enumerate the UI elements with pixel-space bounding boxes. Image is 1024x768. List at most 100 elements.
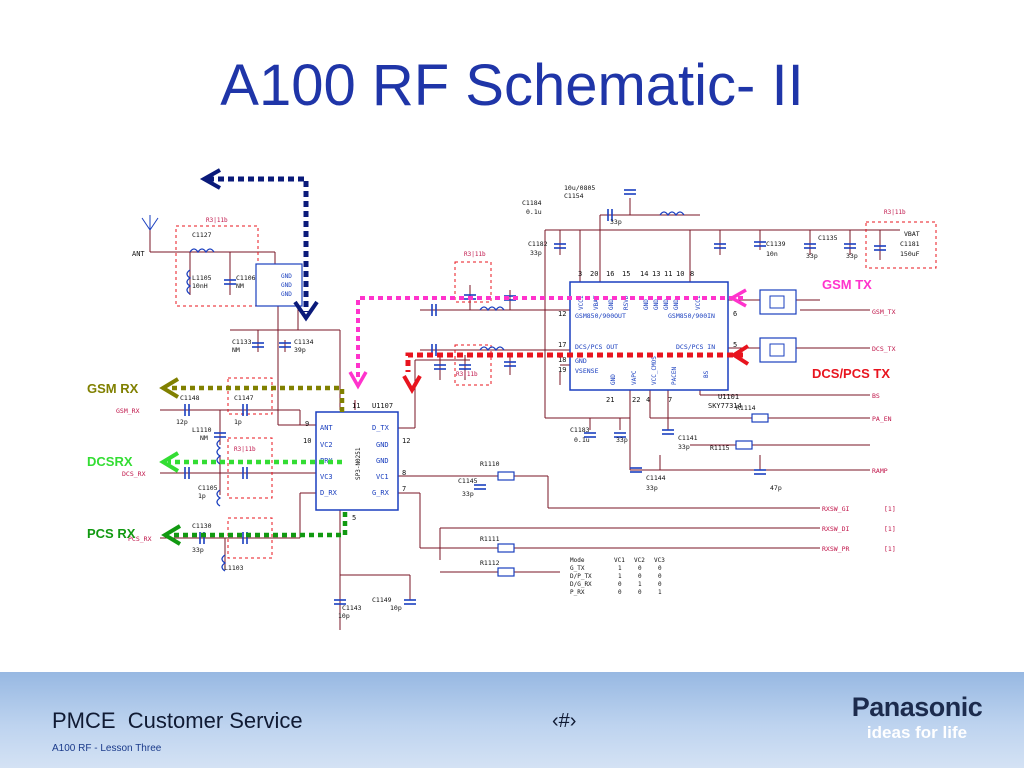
c1181-value: 150uF [900,250,920,258]
coupler-pin: GND [281,291,292,298]
pa-pin-number: 11 [664,270,672,278]
c1141-label: C1141 [678,434,698,442]
coupler-block-inner [769,295,785,357]
c1106-value: NM [236,282,244,290]
u1107-ref: U1107 [372,402,393,410]
c1105-bottom-label: C1105 [198,484,218,492]
arrow-down-icon [402,375,422,395]
c1135-value: 33p [806,252,818,260]
c1130-value: 33p [192,546,204,554]
pa-top-pin: RSVD [623,295,630,310]
sw-right-pin: VC1 [376,473,389,481]
vbat-label: VBAT [904,230,920,238]
tt-cell: D/G_RX [570,581,592,588]
pa-pin-number: 10 [676,270,684,278]
tt-cell: 1 [618,565,622,572]
arrow-left-icon [161,524,182,546]
pa-pin-number: 12 [558,310,566,318]
pa-pin-number: 3 [578,270,582,278]
pa-pin-number: 14 [640,270,648,278]
tt-cell: 0 [618,581,622,588]
tt-cell: G_TX [570,565,585,572]
wire-net [149,198,900,630]
dcs-pcs-tx-path-highlight [402,344,750,395]
pa-top-pin: VCC1 [695,295,702,310]
pa-pin-number: 15 [622,270,630,278]
pa-pin-number: 5 [733,341,737,349]
pcs-rx-path-highlight [161,512,348,546]
c1182-label: C1182 [528,240,548,248]
pa-left-pin: GSM850/900OUT [575,312,626,320]
c1136-value: 33p [846,252,858,260]
power-amplifier-u1101: VCC1 VBAT GND RSVD GND GND GND GND VCC1 … [558,270,742,410]
ref-tag: R3|11b [206,217,228,224]
c1130-label: C1130 [192,522,212,530]
r1110-label: R1110 [480,460,500,468]
pa-right-pin: DCS/PCS IN [676,343,715,351]
pa-bottom-pin: BS [703,370,710,378]
pa-bottom-pin: VAPC [631,370,638,385]
pcs-rx-label: PCS RX [87,526,136,541]
net-label-left: DCS_RX [122,470,146,478]
pa-pin-number: 17 [558,341,566,349]
ref-tag: R3|11b [884,209,906,216]
arrow-left-icon [159,377,180,399]
sw-left-pin: VC3 [320,473,333,481]
pa-top-pin: GND [673,299,680,310]
c1133-label: C1133 [232,338,252,346]
sw-pin-number: 7 [402,485,406,493]
mode-truth-table: Mode VC1 VC2 VC3 G_TX 1 0 0 D/P_TX 1 0 0… [570,557,665,596]
tt-cell: 0 [658,573,662,580]
tt-cell: 1 [638,581,642,588]
u1107-part: SP3-N0251 [355,447,362,480]
pa-left-pin: GND [575,357,587,365]
sw-pin-number: 8 [402,469,406,477]
tt-cell: 0 [658,581,662,588]
gsm-rx-path-highlight [159,377,345,412]
sw-pin-number: 11 [352,402,360,410]
c1113-value: 33p [610,218,622,226]
c1105-label: L1105 [192,274,212,282]
net-ref: [1] [884,505,896,513]
sw-pin-number: 12 [402,437,410,445]
ref-tag: R3|11b [234,446,256,453]
net-label-right: DCS_TX [872,345,896,353]
c1148-label: C1148 [180,394,200,402]
tt-cell: 1 [658,589,662,596]
pa-left-pin: VSENSE [575,367,599,375]
tt-header: VC1 [614,557,625,564]
net-ref: [1] [884,525,896,533]
c1143-value: 10p [338,612,350,620]
ant-label: ANT [132,250,145,258]
pa-top-pin: GND [653,299,660,310]
c1141-value: 33p [678,443,690,451]
sw-left-pin: VC2 [320,441,333,449]
c1106-label: C1106 [236,274,256,282]
c1139-value: 10n [766,250,778,258]
arrow-left-icon [728,288,747,308]
c1148-value: 12p [176,418,188,426]
c1143-label: C1143 [342,604,362,612]
pa-right-pin: GSM850/900IN [668,312,715,320]
brand-logo: Panasonic ideas for life [832,692,1002,743]
net-label-right: RXSW_PR [822,545,849,553]
sw-right-pin: D_TX [372,424,390,432]
tt-cell: 0 [638,573,642,580]
c1133-value: NM [232,346,240,354]
footer-subtitle: A100 RF - Lesson Three [52,743,162,754]
footer-bar: PMCE Customer Service A100 RF - Lesson T… [0,672,1024,768]
net-label-left: GSM_RX [116,407,140,415]
c1144-label: C1144 [646,474,666,482]
c1182-value: 33p [530,249,542,257]
coupler-pin: GND [281,273,292,280]
sw-left-pin: D_RX [320,489,338,497]
pa-pin-number: 8 [690,270,694,278]
net-ref: [1] [884,545,896,553]
c1183-value: 0.1u [574,436,590,444]
sw-left-pin: PRX [320,457,333,465]
net-label-right: GSM_TX [872,308,896,316]
pa-pin-number: 16 [606,270,614,278]
c1127-label: C1127 [192,231,212,239]
dcs-rx-path-highlight [159,451,342,473]
net-label-right: PA_EN [872,415,892,423]
